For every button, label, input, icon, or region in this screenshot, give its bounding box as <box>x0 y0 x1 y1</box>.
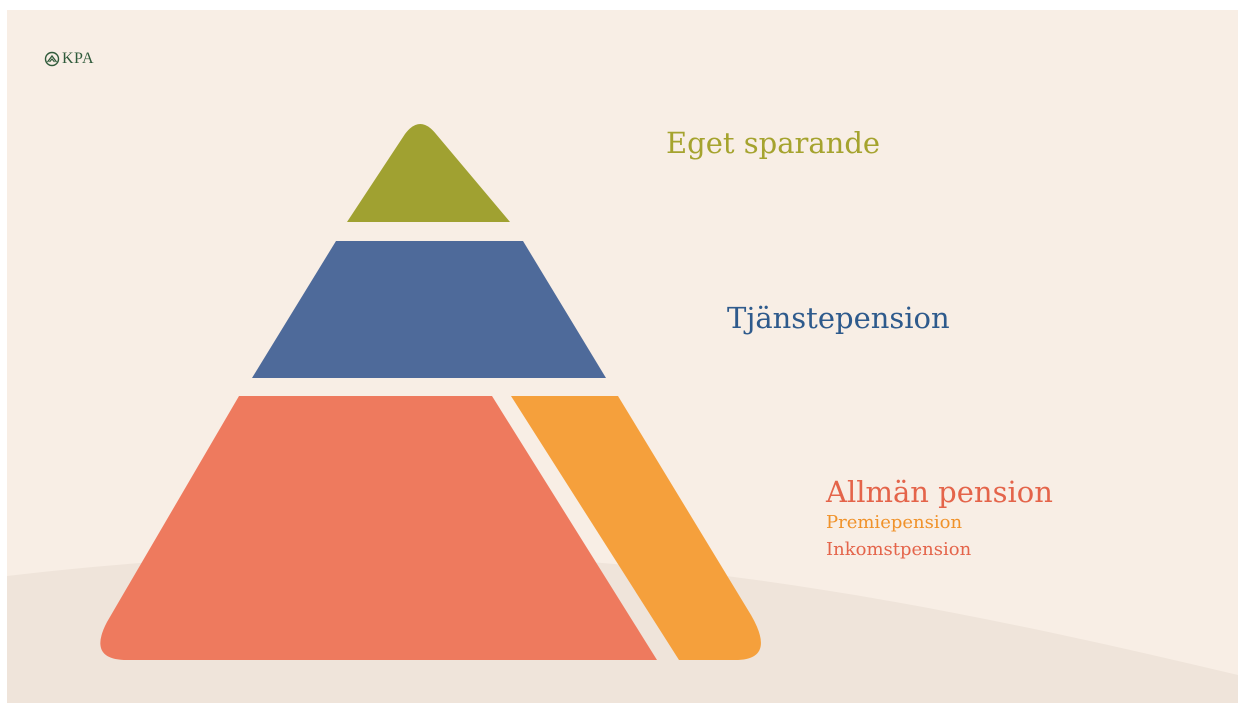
pension-pyramid <box>100 124 761 660</box>
label-eget-sparande: Eget sparande <box>666 126 881 160</box>
pyramid-bottom-inkomstpension <box>100 396 658 660</box>
label-allman-pension: Allmän pension <box>826 475 1053 509</box>
pyramid-middle-tjanstepension <box>252 241 606 378</box>
pyramid-top-eget-sparande <box>347 124 510 222</box>
kpa-emblem-icon <box>44 51 60 67</box>
label-premiepension: Premiepension <box>826 512 963 533</box>
label-inkomstpension: Inkomstpension <box>826 539 972 560</box>
kpa-logo: KPA <box>44 50 94 68</box>
label-tjanstepension: Tjänstepension <box>727 301 950 335</box>
pyramid-bottom-premiepension <box>511 396 761 660</box>
logo-text: KPA <box>62 50 95 67</box>
slide: KPA Eget sparande Tjänstepension Allmän … <box>7 10 1238 703</box>
